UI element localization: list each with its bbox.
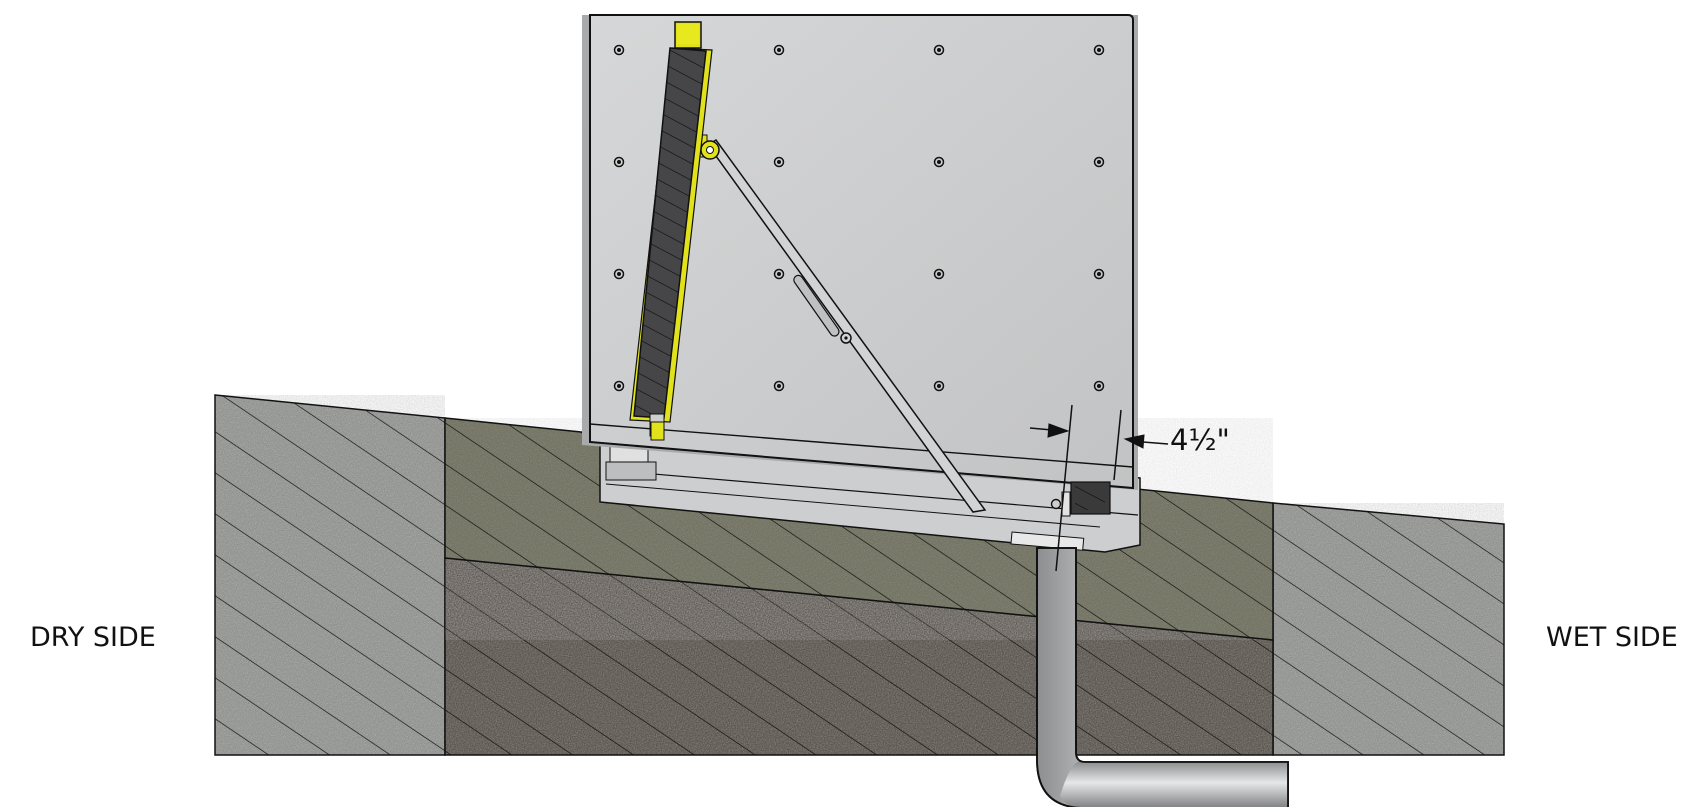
bolt-row-4: [613, 380, 1105, 392]
flood-panel: [582, 14, 1138, 490]
bolt-grid: [613, 44, 1105, 392]
right-concrete-wall: [1272, 502, 1505, 756]
left-concrete-wall: [214, 394, 446, 756]
drain-pipe: [1036, 547, 1289, 807]
bolt-row-1: [613, 44, 1105, 56]
dimension-arrow-right: [1142, 441, 1169, 445]
dry-side-label: DRY SIDE: [30, 622, 156, 653]
wet-side-label: WET SIDE: [1546, 622, 1678, 653]
dimension-extension-line-right: [1113, 409, 1122, 481]
sill-frame: [599, 436, 1141, 553]
gasket-seal: [629, 21, 713, 441]
bolt-row-2: [613, 156, 1105, 168]
drain-seal-block: [1050, 481, 1111, 517]
dimension-callout: [1029, 404, 1169, 572]
dimension-extension-line-left: [1055, 404, 1073, 572]
dimension-label: 4½": [1170, 423, 1230, 457]
bolt-row-3: [613, 268, 1105, 280]
